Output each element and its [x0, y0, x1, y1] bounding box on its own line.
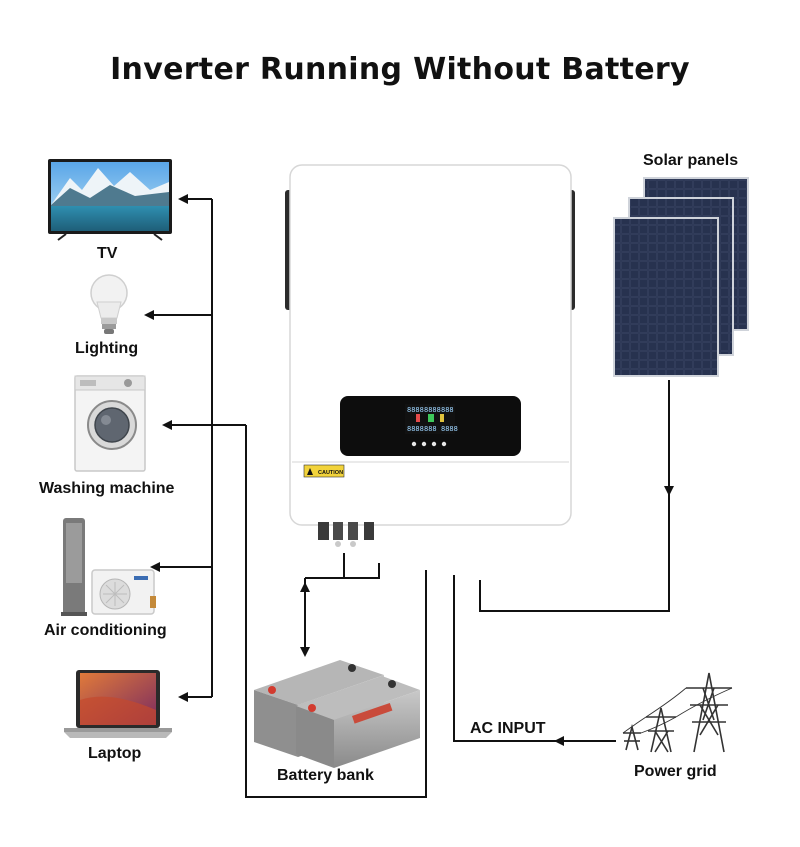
lighting-label: Lighting — [75, 340, 139, 357]
solar-panels-icon — [613, 177, 749, 377]
air-conditioning-label: Air conditioning — [44, 622, 167, 639]
lcd-reading-2: 8888 — [424, 406, 441, 414]
inverter-terminals — [318, 522, 374, 547]
display-button-icon — [411, 441, 417, 447]
lcd-reading-5: 888 — [424, 425, 437, 433]
display-button-icon — [441, 441, 447, 447]
washing-machine-icon — [74, 375, 146, 472]
power-grid-icon — [622, 672, 733, 753]
inverter-display-panel: 8888 8888 888 8888 888 8888 — [340, 396, 521, 456]
laptop-icon — [64, 670, 172, 738]
battery-bank-label: Battery bank — [277, 767, 374, 784]
washing-feed-wire — [162, 420, 427, 798]
page-title: Inverter Running Without Battery — [110, 52, 690, 87]
load-bus-wires — [144, 194, 213, 702]
lcd-reading-3: 888 — [441, 406, 454, 414]
lcd-reading-6: 8888 — [441, 425, 458, 433]
battery-wire — [300, 553, 380, 657]
battery-bank-icon — [254, 660, 420, 768]
laptop-label: Laptop — [88, 745, 142, 762]
caution-sticker: CAUTION — [303, 464, 345, 478]
solar-wire — [479, 380, 674, 612]
caution-label: CAUTION — [318, 470, 343, 476]
display-button-icon — [431, 441, 437, 447]
tv-icon — [48, 159, 172, 241]
solar-panels-label: Solar panels — [643, 152, 739, 169]
lightbulb-icon — [90, 274, 128, 334]
inverter-unit: 8888 8888 888 8888 888 8888 CAUTION — [285, 164, 575, 547]
tv-label: TV — [97, 245, 118, 262]
power-grid-label: Power grid — [634, 763, 717, 780]
ac-input-wire — [453, 575, 616, 746]
lcd-reading-1: 8888 — [407, 406, 424, 414]
lcd-reading-4: 8888 — [407, 425, 424, 433]
display-button-icon — [421, 441, 427, 447]
washing-machine-label: Washing machine — [39, 480, 175, 497]
ac-input-label: AC INPUT — [470, 720, 546, 737]
air-conditioner-icon — [61, 518, 156, 616]
